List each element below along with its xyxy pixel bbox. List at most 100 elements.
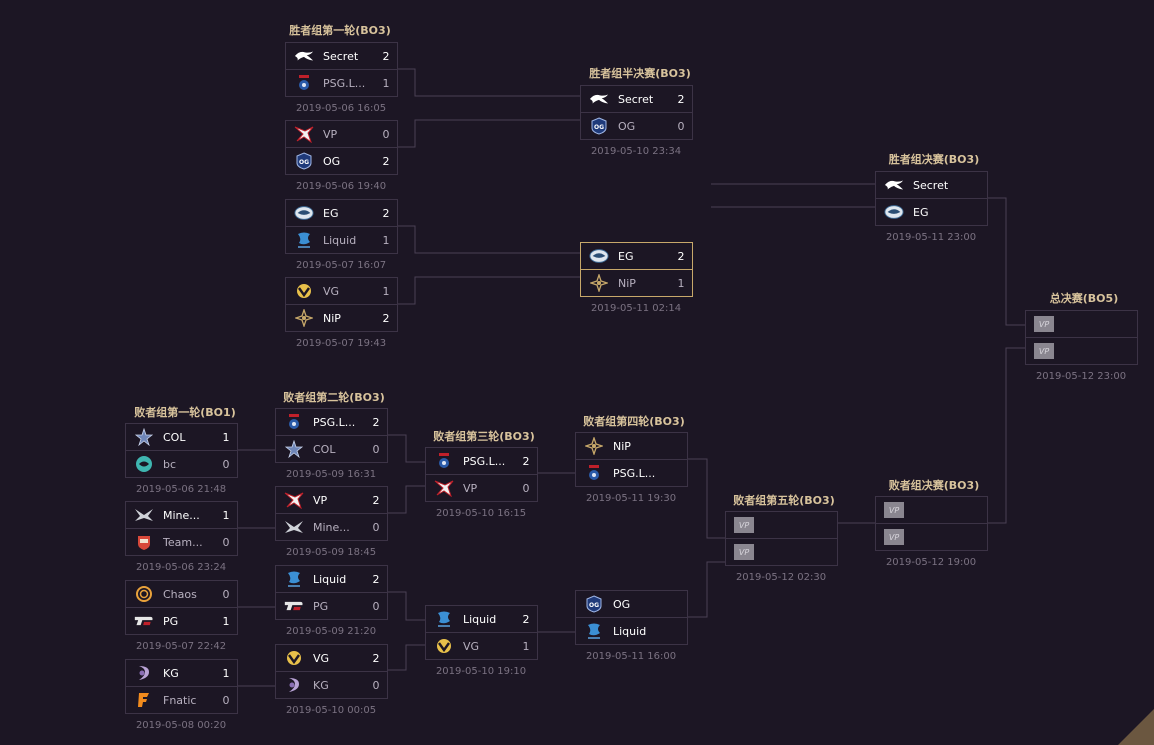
team-score: 0 <box>222 587 230 601</box>
team-row[interactable]: EG <box>875 199 988 226</box>
team-name: OG <box>323 154 341 168</box>
connector-line <box>398 225 580 254</box>
team-row[interactable]: VP <box>875 496 988 524</box>
team-score: 0 <box>222 693 230 707</box>
team-row[interactable]: Team...0 <box>125 529 238 556</box>
psg-logo-icon <box>294 74 314 92</box>
match-date: 2019-05-09 16:31 <box>285 469 377 480</box>
team-row[interactable]: PSG.L... <box>575 460 688 487</box>
team-row[interactable]: VP <box>1025 310 1138 338</box>
team-row[interactable]: Mine...0 <box>275 514 388 541</box>
match-date: 2019-05-07 19:43 <box>295 338 387 349</box>
match-date: 2019-05-08 00:20 <box>135 720 227 731</box>
team-logo-icon <box>134 533 154 551</box>
liquid-logo-icon <box>434 610 454 628</box>
connector-line <box>398 276 580 305</box>
placeholder-logo-label: VP <box>738 520 750 530</box>
team-row[interactable]: PSG.L...1 <box>285 70 398 97</box>
connector-line <box>388 485 425 514</box>
eg-logo-icon <box>294 204 314 222</box>
team-row[interactable]: Secret <box>875 171 988 199</box>
team-name: NiP <box>613 439 631 453</box>
team-score: 0 <box>372 442 380 456</box>
team-row[interactable]: VP <box>725 539 838 566</box>
team-name: Liquid <box>463 612 497 626</box>
liquid-logo-icon <box>294 231 314 249</box>
team-row[interactable]: VP <box>1025 338 1138 365</box>
connector-line <box>688 458 725 539</box>
team-score: 0 <box>222 535 230 549</box>
match-lbf[interactable]: VP VP <box>875 496 988 551</box>
team-name: Secret <box>323 49 359 63</box>
stage-title-lb-final: 败者组决赛(BO3) <box>888 479 980 492</box>
placeholder-logo-icon: VP <box>884 528 904 546</box>
match-lb5[interactable]: VP VP <box>725 511 838 566</box>
team-name: Liquid <box>323 233 357 247</box>
team-row[interactable]: NiP <box>575 432 688 460</box>
team-row[interactable]: Mine...1 <box>125 501 238 529</box>
match-date: 2019-05-12 02:30 <box>735 572 827 583</box>
team-row[interactable]: VP <box>725 511 838 539</box>
team-name: VG <box>323 284 340 298</box>
team-name: PG <box>313 599 329 613</box>
team-row[interactable]: VP <box>875 524 988 551</box>
connector-line <box>388 434 425 463</box>
team-score: 2 <box>372 493 380 507</box>
team-name: Mine... <box>163 508 200 522</box>
match-lb4a[interactable]: NiP PSG.L... <box>575 432 688 487</box>
placeholder-logo-icon: VP <box>734 516 754 534</box>
team-score: 1 <box>677 276 685 290</box>
liquid-logo-icon <box>584 622 604 640</box>
team-row[interactable]: PSG.L...2 <box>425 447 538 475</box>
team-row[interactable]: Liquid <box>575 618 688 645</box>
team-score: 1 <box>522 639 530 653</box>
team-row[interactable]: PSG.L...2 <box>275 408 388 436</box>
